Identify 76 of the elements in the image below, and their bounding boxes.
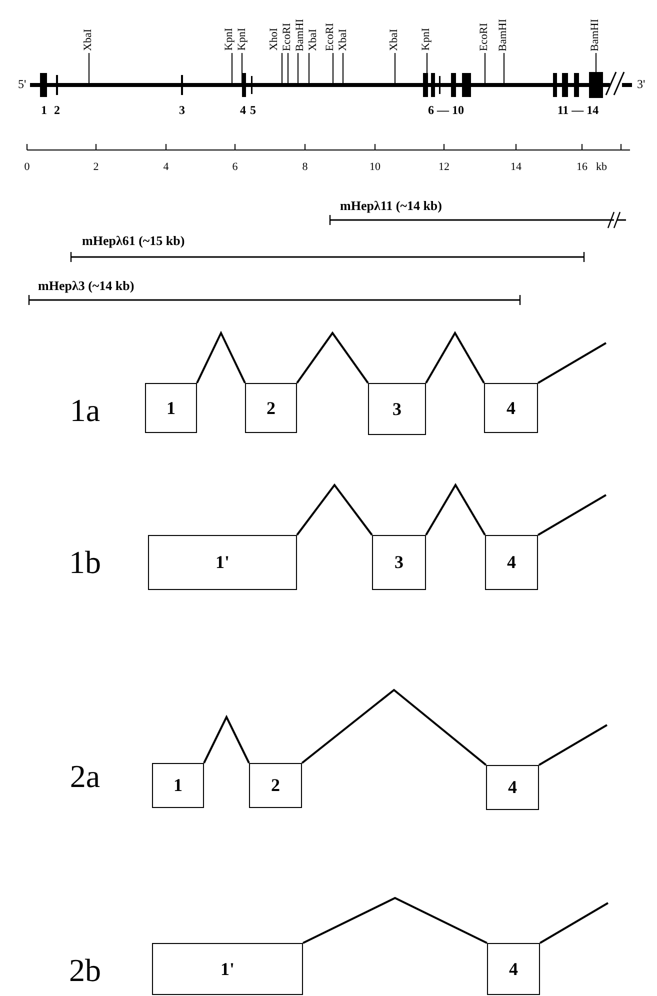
enzyme-site-label: EcoRI [325, 22, 336, 51]
enzyme-site-label: BamHI [590, 18, 601, 51]
enzyme-site-label: KpnI [224, 28, 235, 51]
exon-label: 4 [508, 777, 517, 798]
enzyme-site-label: XbaI [338, 29, 349, 51]
exon-label: 1 [166, 398, 176, 418]
exon-number: 2 [54, 104, 60, 116]
tick-label: 0 [24, 162, 30, 173]
prime-label: 3' [637, 78, 646, 90]
clone-label: mHepλ11 (~14 kb) [340, 199, 442, 212]
exon-number: 5 [250, 104, 256, 116]
enzyme-site-label: XbaI [83, 29, 94, 51]
enzyme-site-label: XhoI [269, 28, 280, 51]
variant-label: 2a [70, 760, 100, 792]
exon-label: 1' [215, 552, 230, 573]
splice-line [538, 724, 608, 766]
enzyme-site-label: EcoRI [479, 22, 490, 51]
exon-box [148, 535, 297, 590]
splice-line [425, 331, 485, 384]
variant-label: 1b [69, 546, 101, 578]
tick-label: 14 [510, 162, 522, 173]
tick-label: 6 [232, 162, 238, 173]
enzyme-site-label: KpnI [421, 28, 432, 51]
tick-label: 16 [576, 162, 588, 173]
exon-box [245, 383, 297, 433]
splice-line [425, 483, 486, 536]
splice-line [302, 896, 488, 944]
exon-label: 2 [271, 775, 280, 796]
enzyme-site-label: EcoRI [282, 22, 293, 51]
enzyme-site-label: KpnI [237, 28, 248, 51]
enzyme-site-label: BamHI [295, 18, 306, 51]
exon-box [249, 763, 302, 808]
splice-line [203, 714, 250, 764]
splice-line [538, 494, 606, 536]
tick-label: 4 [163, 162, 169, 173]
clone-label: mHepλ3 (~14 kb) [38, 279, 134, 292]
splice-line [538, 342, 606, 384]
exon-box [485, 535, 538, 590]
tick-label: 8 [302, 162, 308, 173]
exon-label: 4 [509, 958, 518, 980]
exon-label: 1 [174, 775, 182, 796]
exon-number: 4 [240, 104, 246, 116]
exon-box [484, 383, 538, 433]
enzyme-site-label: XbaI [308, 29, 319, 51]
exon-label: 4 [506, 398, 516, 418]
splice-line [301, 688, 487, 766]
exon-label: 2 [266, 398, 276, 418]
variant-label: 2b [69, 954, 101, 986]
splice-line [296, 331, 369, 384]
tick-label: 10 [370, 162, 380, 173]
tick-label: 12 [438, 162, 450, 173]
enzyme-site-label: XbaI [389, 29, 400, 51]
splice-line [296, 483, 373, 536]
clone-label: mHepλ61 (~15 kb) [82, 234, 185, 247]
enzyme-site-label: BamHI [498, 18, 509, 51]
exon-box [152, 763, 204, 808]
prime-label: 5' [18, 78, 26, 90]
tick-label: 2 [93, 162, 99, 173]
exon-box [487, 943, 540, 995]
splice-line [540, 902, 608, 944]
variant-label: 1a [70, 394, 100, 426]
exon-number: 11 — 14 [557, 104, 599, 116]
exon-number: 3 [179, 104, 185, 116]
exon-number: 6 — 10 [428, 104, 464, 116]
exon-box [486, 765, 539, 810]
exon-label: 1' [220, 958, 234, 980]
exon-box [372, 535, 426, 590]
exon-number: 1 [41, 104, 47, 116]
splice-line [196, 330, 246, 384]
exon-label: 3 [394, 552, 404, 573]
exon-box [368, 383, 426, 435]
exon-label: 4 [507, 552, 516, 573]
exon-box [145, 383, 197, 433]
exon-box [152, 943, 303, 995]
unit-label: kb [596, 162, 607, 173]
exon-label: 3 [392, 398, 402, 420]
